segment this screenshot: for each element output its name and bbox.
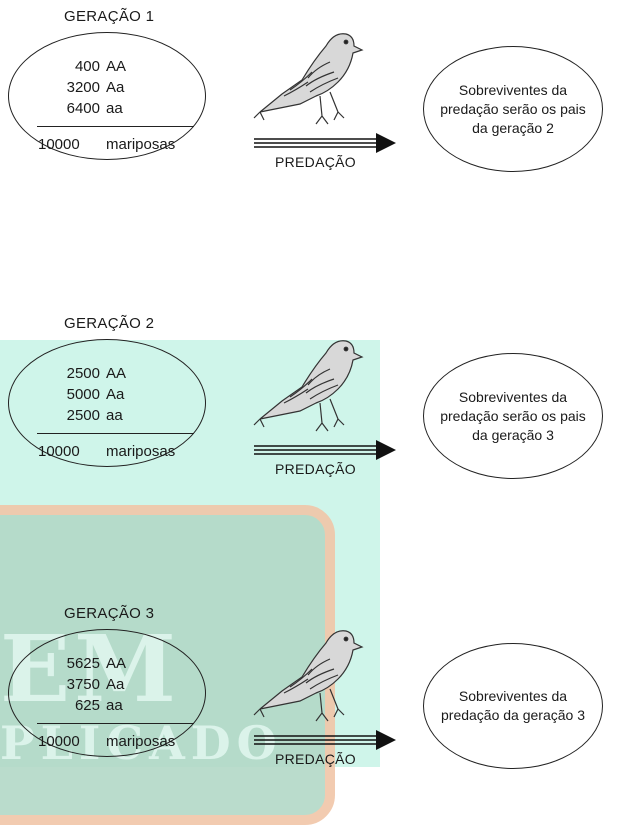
predation-label: PREDAÇÃO (275, 461, 356, 477)
genotype-count: 2500 (66, 365, 100, 382)
bird-illustration (250, 20, 370, 130)
generation-title: GERAÇÃO 3 (64, 605, 155, 622)
genotype-count: 6400 (66, 100, 100, 117)
genotype-label: aa (106, 100, 123, 117)
survivors-text: Sobreviventes da predação serão os pais … (440, 388, 586, 443)
genotype-count: 3750 (66, 676, 100, 693)
survivors-ellipse: Sobreviventes da predação serão os pais … (423, 46, 603, 172)
survivors-ellipse: Sobreviventes da predação da geração 3 (423, 643, 603, 769)
total-label: mariposas (106, 733, 176, 750)
total-count: 10000 (38, 733, 80, 750)
genotype-row: 5000 Aa (30, 386, 140, 406)
genotype-label: Aa (106, 79, 125, 96)
predation-arrow (254, 440, 396, 460)
genotype-count: 400 (74, 58, 100, 75)
survivors-text: Sobreviventes da predação da geração 3 (441, 688, 585, 723)
genotype-label: AA (106, 365, 127, 382)
total-count: 10000 (38, 443, 80, 460)
genotype-label: Aa (106, 386, 125, 403)
genotype-row: 400 AA (30, 58, 140, 78)
sum-line (37, 433, 194, 435)
genotype-label: aa (106, 697, 123, 714)
genotype-row: 2500 aa (30, 407, 140, 427)
genotype-row: 3200 Aa (30, 79, 140, 99)
genotype-count: 5000 (66, 386, 100, 403)
generation-title: GERAÇÃO 1 (64, 8, 155, 25)
predation-arrow (254, 730, 396, 750)
genotype-count: 5625 (66, 655, 100, 672)
genotype-count: 625 (74, 697, 100, 714)
genotype-label: Aa (106, 676, 125, 693)
genotype-row: 3750 Aa (30, 676, 140, 696)
population-ellipse (8, 339, 206, 467)
genotype-row: 625 aa (30, 697, 140, 717)
population-ellipse (8, 629, 206, 757)
total-count: 10000 (38, 136, 80, 153)
predation-arrow (254, 133, 396, 153)
total-label: mariposas (106, 443, 176, 460)
survivors-text: Sobreviventes da predação serão os pais … (440, 81, 586, 136)
genotype-label: aa (106, 407, 123, 424)
genotype-row: 6400 aa (30, 100, 140, 120)
predation-label: PREDAÇÃO (275, 751, 356, 767)
genotype-count: 2500 (66, 407, 100, 424)
genotype-row: 2500 AA (30, 365, 140, 385)
sum-line (37, 126, 194, 128)
bird-illustration (250, 617, 370, 727)
total-label: mariposas (106, 136, 176, 153)
bird-illustration (250, 327, 370, 437)
genotype-label: AA (106, 655, 127, 672)
survivors-ellipse: Sobreviventes da predação serão os pais … (423, 353, 603, 479)
sum-line (37, 723, 194, 725)
population-ellipse (8, 32, 206, 160)
genotype-count: 3200 (66, 79, 100, 96)
predation-label: PREDAÇÃO (275, 154, 356, 170)
generation-title: GERAÇÃO 2 (64, 315, 155, 332)
genotype-row: 5625 AA (30, 655, 140, 675)
genotype-label: AA (106, 58, 127, 75)
